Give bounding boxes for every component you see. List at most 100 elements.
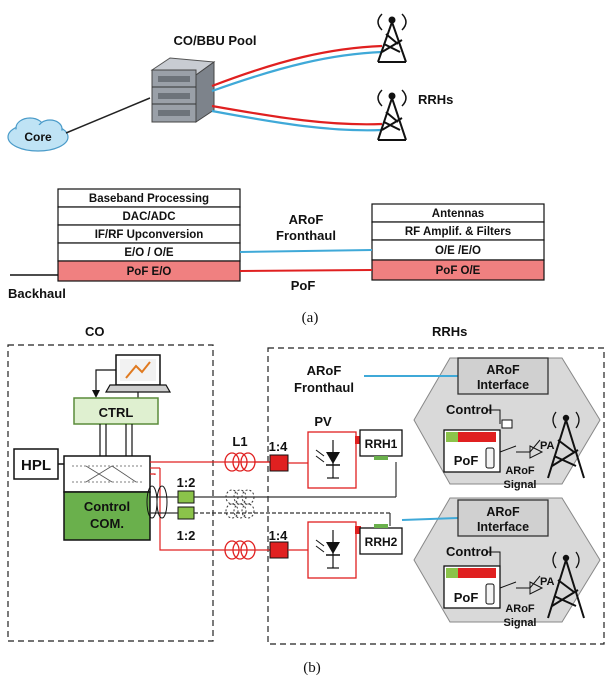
control-label-1: Control [446, 402, 492, 417]
arof-signal-2-label-2: Signal [503, 617, 536, 629]
arof-interface-box-1 [457, 357, 549, 395]
control-link [486, 409, 501, 424]
hpl-box [13, 448, 59, 480]
rrh-stack-oe-eo: O/E /E/O [435, 245, 481, 257]
part-a: Core CO/BBU Pool [7, 13, 545, 326]
caption-a: (a) [302, 310, 319, 326]
control-label-2: Control [446, 544, 492, 559]
pv-box-bottom [307, 521, 361, 579]
control-link [486, 551, 501, 566]
red-fibers [150, 461, 270, 551]
co-stack-if-rf: IF/RF Upconversion [95, 229, 204, 241]
arof-fronthaul-b-label-1: ARoF [307, 363, 342, 378]
co-stack-eo-oe: E/O / O/E [124, 247, 174, 259]
co-stack-pof-eo: PoF E/O [127, 266, 172, 278]
arof-interface-2-label-1: ARoF [486, 505, 520, 519]
antenna-tower-icon [547, 551, 585, 619]
battery-icon [485, 583, 495, 605]
pof-green-1 [446, 432, 458, 442]
control-com-label-2: COM. [90, 516, 124, 531]
switch-matrix-icon [72, 465, 142, 483]
co-stack-dac-adc: DAC/ADC [122, 211, 175, 223]
antenna-tower-icon [547, 411, 585, 479]
pv-box-top [288, 431, 361, 489]
arof-interface-1-label-1: ARoF [486, 363, 520, 377]
arof-interface-2-label-2: Interface [477, 520, 529, 534]
rrh1-box [359, 429, 403, 457]
core-cloud-icon [7, 117, 69, 152]
splitter-1-4-bottom [269, 541, 289, 559]
antenna-tower-icon [377, 89, 407, 141]
pof-red-1 [458, 432, 496, 442]
antenna-tower-icon [377, 13, 407, 63]
rrh-stack-antennas: Antennas [432, 208, 484, 220]
arof-fronthaul-b-label-2: Fronthaul [294, 380, 354, 395]
rrh1-label: RRH1 [365, 437, 398, 451]
pof-label-a: PoF [291, 278, 316, 293]
fiber-spool-icon [224, 452, 256, 472]
fiber-spool-icon [224, 540, 256, 560]
rrhs-label-a: RRHs [418, 92, 453, 107]
arrow-icon [92, 390, 100, 398]
splitter-1-4-top [269, 454, 289, 472]
amplifier-icon [529, 581, 544, 595]
arof-signal-2-label-1: ARoF [505, 603, 535, 615]
splitter-1-2-bottom [177, 506, 195, 520]
pof-red-2 [458, 568, 496, 578]
battery-icon [485, 447, 495, 469]
co-label: CO [85, 324, 105, 339]
rrhs-label-b: RRHs [432, 324, 467, 339]
co-stack-baseband: Baseband Processing [89, 193, 209, 205]
rrh1-port [374, 456, 388, 460]
arof-signal-1-label-2: Signal [503, 479, 536, 491]
pof-green-2 [446, 568, 458, 578]
pof-label-1: PoF [454, 453, 479, 468]
amplifier-icon [529, 445, 544, 459]
laptop-icon [104, 354, 172, 393]
laptop-link [95, 369, 116, 392]
split-1-4-bottom-label: 1:4 [269, 528, 289, 543]
coupling-icon [156, 485, 168, 519]
backhaul-label: Backhaul [8, 286, 66, 301]
arof-fronthaul-label-1: ARoF [289, 212, 324, 227]
pa-label-1: PA [540, 440, 555, 452]
control-fibers [150, 462, 397, 526]
arof-interface-box-2 [457, 499, 549, 537]
rrh-stack-rf: RF Amplif. & Filters [405, 226, 511, 238]
pa-label-2: PA [540, 576, 555, 588]
arof-fronthaul-link [239, 249, 373, 253]
co-bbu-pool-label: CO/BBU Pool [173, 33, 256, 48]
optical-switch-box [63, 455, 151, 493]
fiber-links [211, 44, 383, 132]
arof-fronthaul-label-2: Fronthaul [276, 228, 336, 243]
fiber-spool-icon [225, 489, 255, 519]
split-1-4-top-label: 1:4 [269, 439, 289, 454]
control-com-label-1: Control [84, 499, 130, 514]
ctrl-box [73, 397, 159, 425]
arof-signal-1-label-1: ARoF [505, 465, 535, 477]
core-label: Core [24, 130, 52, 144]
caption-b: (b) [303, 660, 321, 676]
server-icon [150, 57, 216, 123]
split-1-2-top-label: 1:2 [177, 475, 196, 490]
co-function-stack: Baseband Processing DAC/ADC IF/RF Upconv… [57, 188, 241, 282]
hpl-label: HPL [21, 457, 51, 474]
pof-label-2: PoF [454, 590, 479, 605]
split-1-2-bottom-label: 1:2 [177, 528, 196, 543]
l1-label: L1 [232, 434, 247, 449]
fronthaul-link-2 [401, 517, 459, 521]
rrh2-port [374, 524, 388, 528]
pof-link [239, 269, 373, 272]
rrh-function-stack: Antennas RF Amplif. & Filters O/E /E/O P… [371, 203, 545, 281]
core-link [65, 97, 151, 134]
splitter-1-2-top [177, 490, 195, 504]
control-port [501, 419, 513, 429]
ctrl-label: CTRL [99, 405, 134, 420]
control-com-box [63, 491, 151, 541]
rrh-stack-pof-oe: PoF O/E [436, 265, 481, 277]
part-b: CO RRHs CTRL HPL [7, 324, 605, 676]
arof-interface-1-label-2: Interface [477, 378, 529, 392]
pv-label: PV [314, 414, 332, 429]
co-region [7, 344, 214, 642]
